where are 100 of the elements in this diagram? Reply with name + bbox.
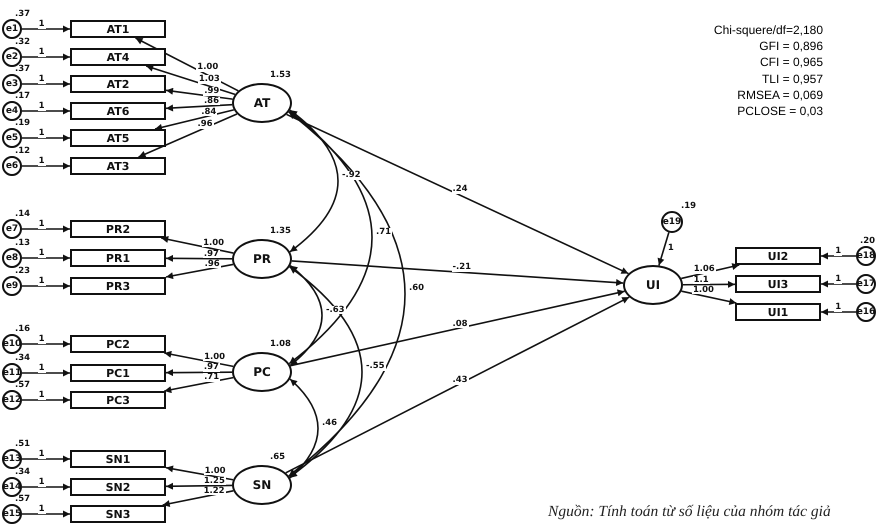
node-label: UI	[646, 278, 660, 292]
node-label: e4	[6, 106, 18, 116]
indicator-box	[70, 478, 166, 496]
error-circle	[856, 302, 876, 322]
arrow	[22, 370, 70, 376]
arrow	[162, 490, 234, 508]
edge-label: 1	[38, 335, 46, 344]
edge-label: .71	[203, 373, 220, 382]
edge-label: 1.00	[202, 238, 226, 248]
arrow	[22, 54, 70, 60]
edge-label: .97	[202, 250, 220, 258]
error-circle	[2, 334, 22, 354]
variance-value: .57	[15, 495, 30, 504]
node-label: SN1	[106, 452, 130, 466]
arrow	[161, 236, 234, 254]
arrow	[22, 26, 70, 32]
node-label: PR	[252, 252, 272, 266]
error-circle	[2, 504, 22, 524]
indicator-box	[70, 102, 166, 120]
covariance-arrow	[289, 266, 363, 478]
arrow	[681, 290, 736, 305]
node-label: PC2	[106, 338, 130, 350]
edge-label: 1	[38, 48, 46, 56]
arrow	[821, 308, 856, 316]
arrow	[22, 340, 70, 348]
variance-value: .17	[15, 92, 30, 100]
edge-label: 1	[38, 20, 46, 28]
node-label: e5	[6, 133, 18, 143]
node-label: AT5	[106, 132, 130, 144]
node-label: PR3	[106, 280, 130, 292]
arrow	[166, 104, 232, 112]
node-label: PC	[253, 365, 271, 379]
node-label: SN3	[106, 508, 130, 520]
edge-label: 1.25	[202, 476, 226, 486]
node-label: AT1	[106, 22, 130, 36]
error-circle	[2, 248, 22, 268]
edge-label: 1.1	[692, 276, 710, 284]
indicator-box	[70, 391, 166, 409]
node-label: e9	[6, 281, 18, 291]
edge-label: 1.00	[196, 63, 220, 72]
fit-statistic: RMSEA = 0,069	[737, 86, 823, 104]
fit-statistic: PCLOSE = 0,03	[737, 103, 823, 120]
arrow	[22, 456, 70, 462]
edge-label: 1	[38, 277, 46, 286]
arrow	[290, 289, 625, 366]
indicator-box	[735, 303, 821, 321]
edge-label: -.92	[341, 171, 362, 180]
error-circle	[856, 274, 876, 294]
edge-label: -.21	[452, 263, 472, 272]
arrow	[22, 226, 70, 232]
edge-label: 1	[834, 247, 842, 256]
variance-value: .19	[15, 119, 30, 128]
edge-label: 1.00	[692, 286, 715, 294]
edge-label: 1.06	[692, 265, 716, 274]
arrow	[658, 232, 670, 266]
arrow	[166, 254, 232, 262]
indicator-box	[70, 129, 166, 147]
arrow	[22, 80, 70, 88]
error-circle	[661, 211, 683, 233]
variance-value: 1.53	[270, 71, 291, 80]
node-label: e8	[6, 253, 18, 263]
variance-value: .19	[681, 202, 696, 210]
variance-value: 1.35	[270, 227, 291, 236]
arrow	[22, 162, 70, 170]
edge-label: -.55	[365, 362, 386, 370]
variance-value: .16	[15, 325, 30, 334]
error-circle	[2, 219, 22, 239]
indicator-box	[70, 450, 166, 468]
node-label: SN	[252, 478, 272, 492]
arrow	[164, 376, 234, 394]
arrow	[22, 396, 70, 404]
arrow	[166, 482, 232, 490]
variance-value: .32	[15, 38, 30, 46]
edge-label: 1	[38, 220, 46, 228]
indicator-box	[70, 277, 166, 295]
variance-value: .14	[15, 210, 30, 218]
arrow	[154, 109, 234, 131]
error-circle	[2, 156, 22, 176]
edge-label: 1.22	[202, 486, 226, 496]
latent-ellipse	[232, 352, 292, 392]
edge-label: -.63	[325, 306, 346, 314]
variance-value: .51	[15, 440, 30, 448]
arrow	[22, 254, 70, 262]
covariance-arrow	[288, 111, 406, 477]
node-label: e19	[662, 217, 682, 227]
node-label: UI2	[768, 250, 788, 262]
variance-value: .12	[15, 147, 30, 156]
arrow	[166, 465, 234, 481]
edge-label: 1	[834, 275, 842, 284]
node-label: PC3	[106, 394, 130, 406]
variance-value: .23	[15, 267, 30, 276]
variance-value: .37	[15, 10, 30, 18]
error-circle	[2, 390, 22, 410]
edge-label: .60	[408, 284, 426, 292]
edge-label: 1	[38, 129, 46, 138]
arrow	[22, 134, 70, 142]
edge-label: .97	[202, 363, 220, 372]
edge-label: 1	[38, 478, 46, 486]
indicator-box	[70, 220, 166, 238]
variance-value: .13	[15, 239, 30, 248]
